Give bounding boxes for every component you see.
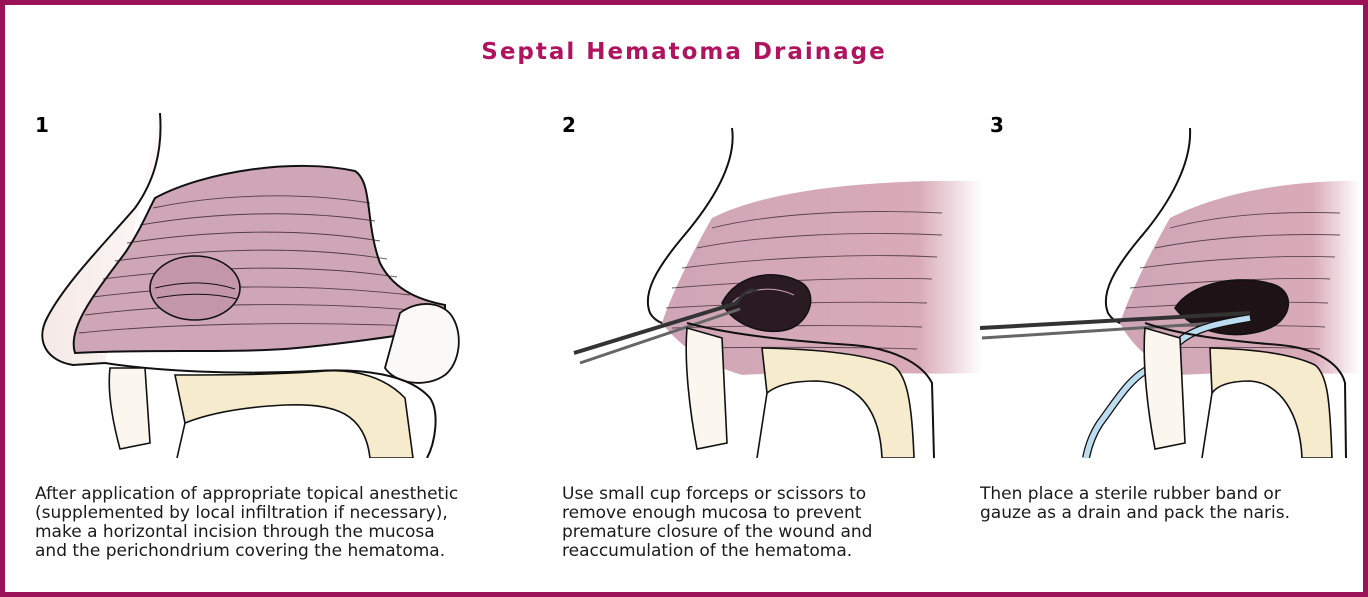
step-1-panel: 1 After application of appropriate topic… bbox=[35, 113, 465, 583]
caption-line: premature closure of the wound and bbox=[562, 523, 872, 542]
caption-line: remove enough mucosa to prevent bbox=[562, 504, 872, 523]
figure-title: Septal Hematoma Drainage bbox=[5, 39, 1363, 65]
step-2-caption: Use small cup forceps or scissors to rem… bbox=[562, 485, 872, 561]
step-3-number: 3 bbox=[990, 113, 1004, 137]
caption-line: and the perichondrium covering the hemat… bbox=[35, 542, 458, 561]
step-1-caption: After application of appropriate topical… bbox=[35, 485, 458, 561]
caption-line: reaccumulation of the hematoma. bbox=[562, 542, 872, 561]
caption-line: (supplemented by local infiltration if n… bbox=[35, 504, 458, 523]
step-2-panel: 2 Use small cup forceps or scissors to r… bbox=[562, 113, 992, 583]
caption-line: Use small cup forceps or scissors to bbox=[562, 485, 872, 504]
step-2-number: 2 bbox=[562, 113, 576, 137]
caption-line: Then place a sterile rubber band or bbox=[980, 485, 1290, 504]
caption-line: After application of appropriate topical… bbox=[35, 485, 458, 504]
step-3-illustration bbox=[980, 113, 1365, 458]
step-1-illustration bbox=[35, 113, 465, 458]
step-3-panel: 3 Then place a sterile rubber band or ga… bbox=[980, 113, 1368, 583]
step-1-number: 1 bbox=[35, 113, 49, 137]
step-3-caption: Then place a sterile rubber band or gauz… bbox=[980, 485, 1290, 523]
caption-line: gauze as a drain and pack the naris. bbox=[980, 504, 1290, 523]
caption-line: make a horizontal incision through the m… bbox=[35, 523, 458, 542]
step-2-illustration bbox=[562, 113, 992, 458]
